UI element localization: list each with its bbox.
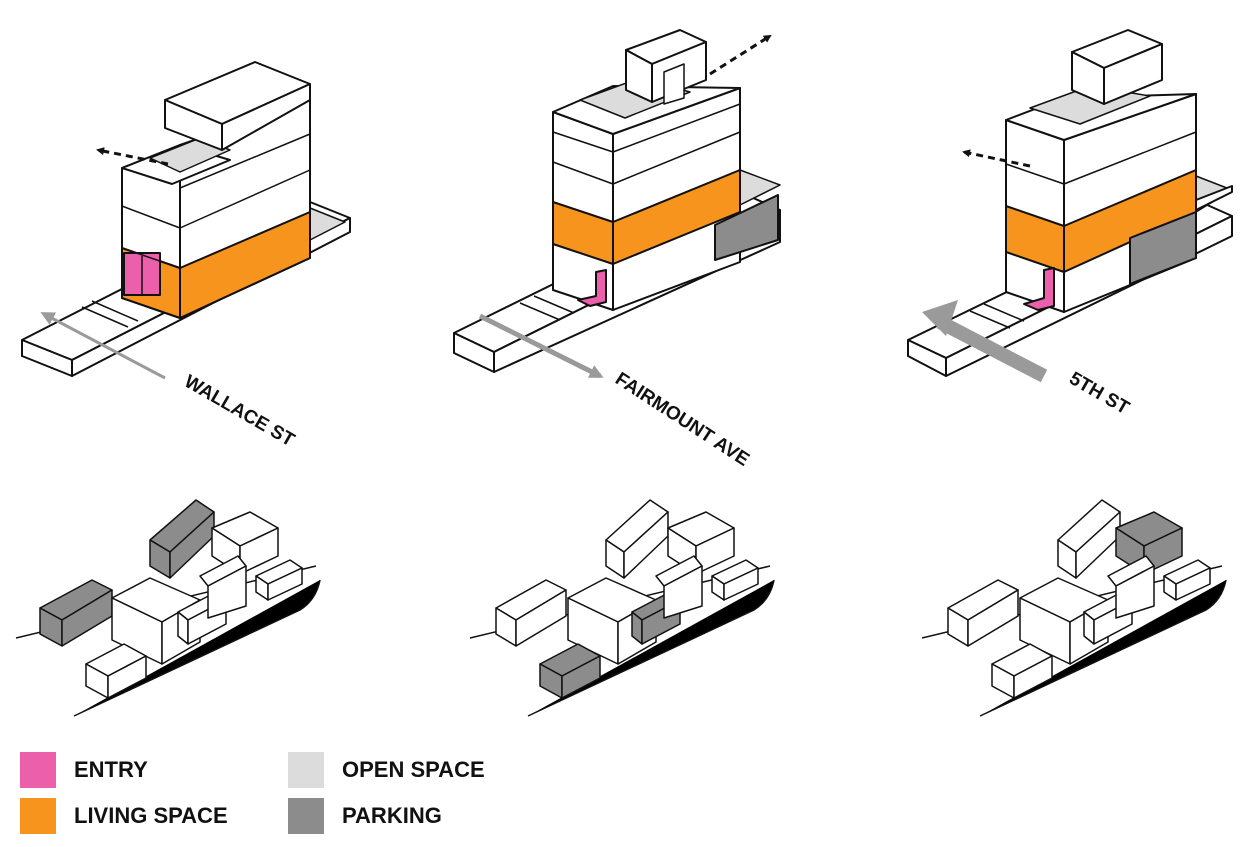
building-massing-wallace [21,61,351,377]
street-label-fairmount: FAIRMOUNT AVE [611,369,753,471]
entry-stair [1023,267,1055,311]
building-massing-fairmount [453,29,781,373]
block-context-5th [921,499,1227,717]
street-direction-arrow [936,315,1048,383]
street-direction-arrow [40,312,166,380]
block-context-fairmount [469,499,775,717]
street-label-wallace: WALLACE ST [181,371,299,451]
street-label-5th: 5TH ST [1066,368,1134,419]
entry-stair [577,269,607,307]
view-arrow-dashed [709,34,772,76]
block-context-wallace [15,499,321,717]
street-direction-arrowhead [922,300,958,336]
building-massing-5th [907,29,1233,377]
parking-block [714,194,779,261]
parking-block [1129,211,1197,285]
street-direction-arrow [478,313,604,379]
